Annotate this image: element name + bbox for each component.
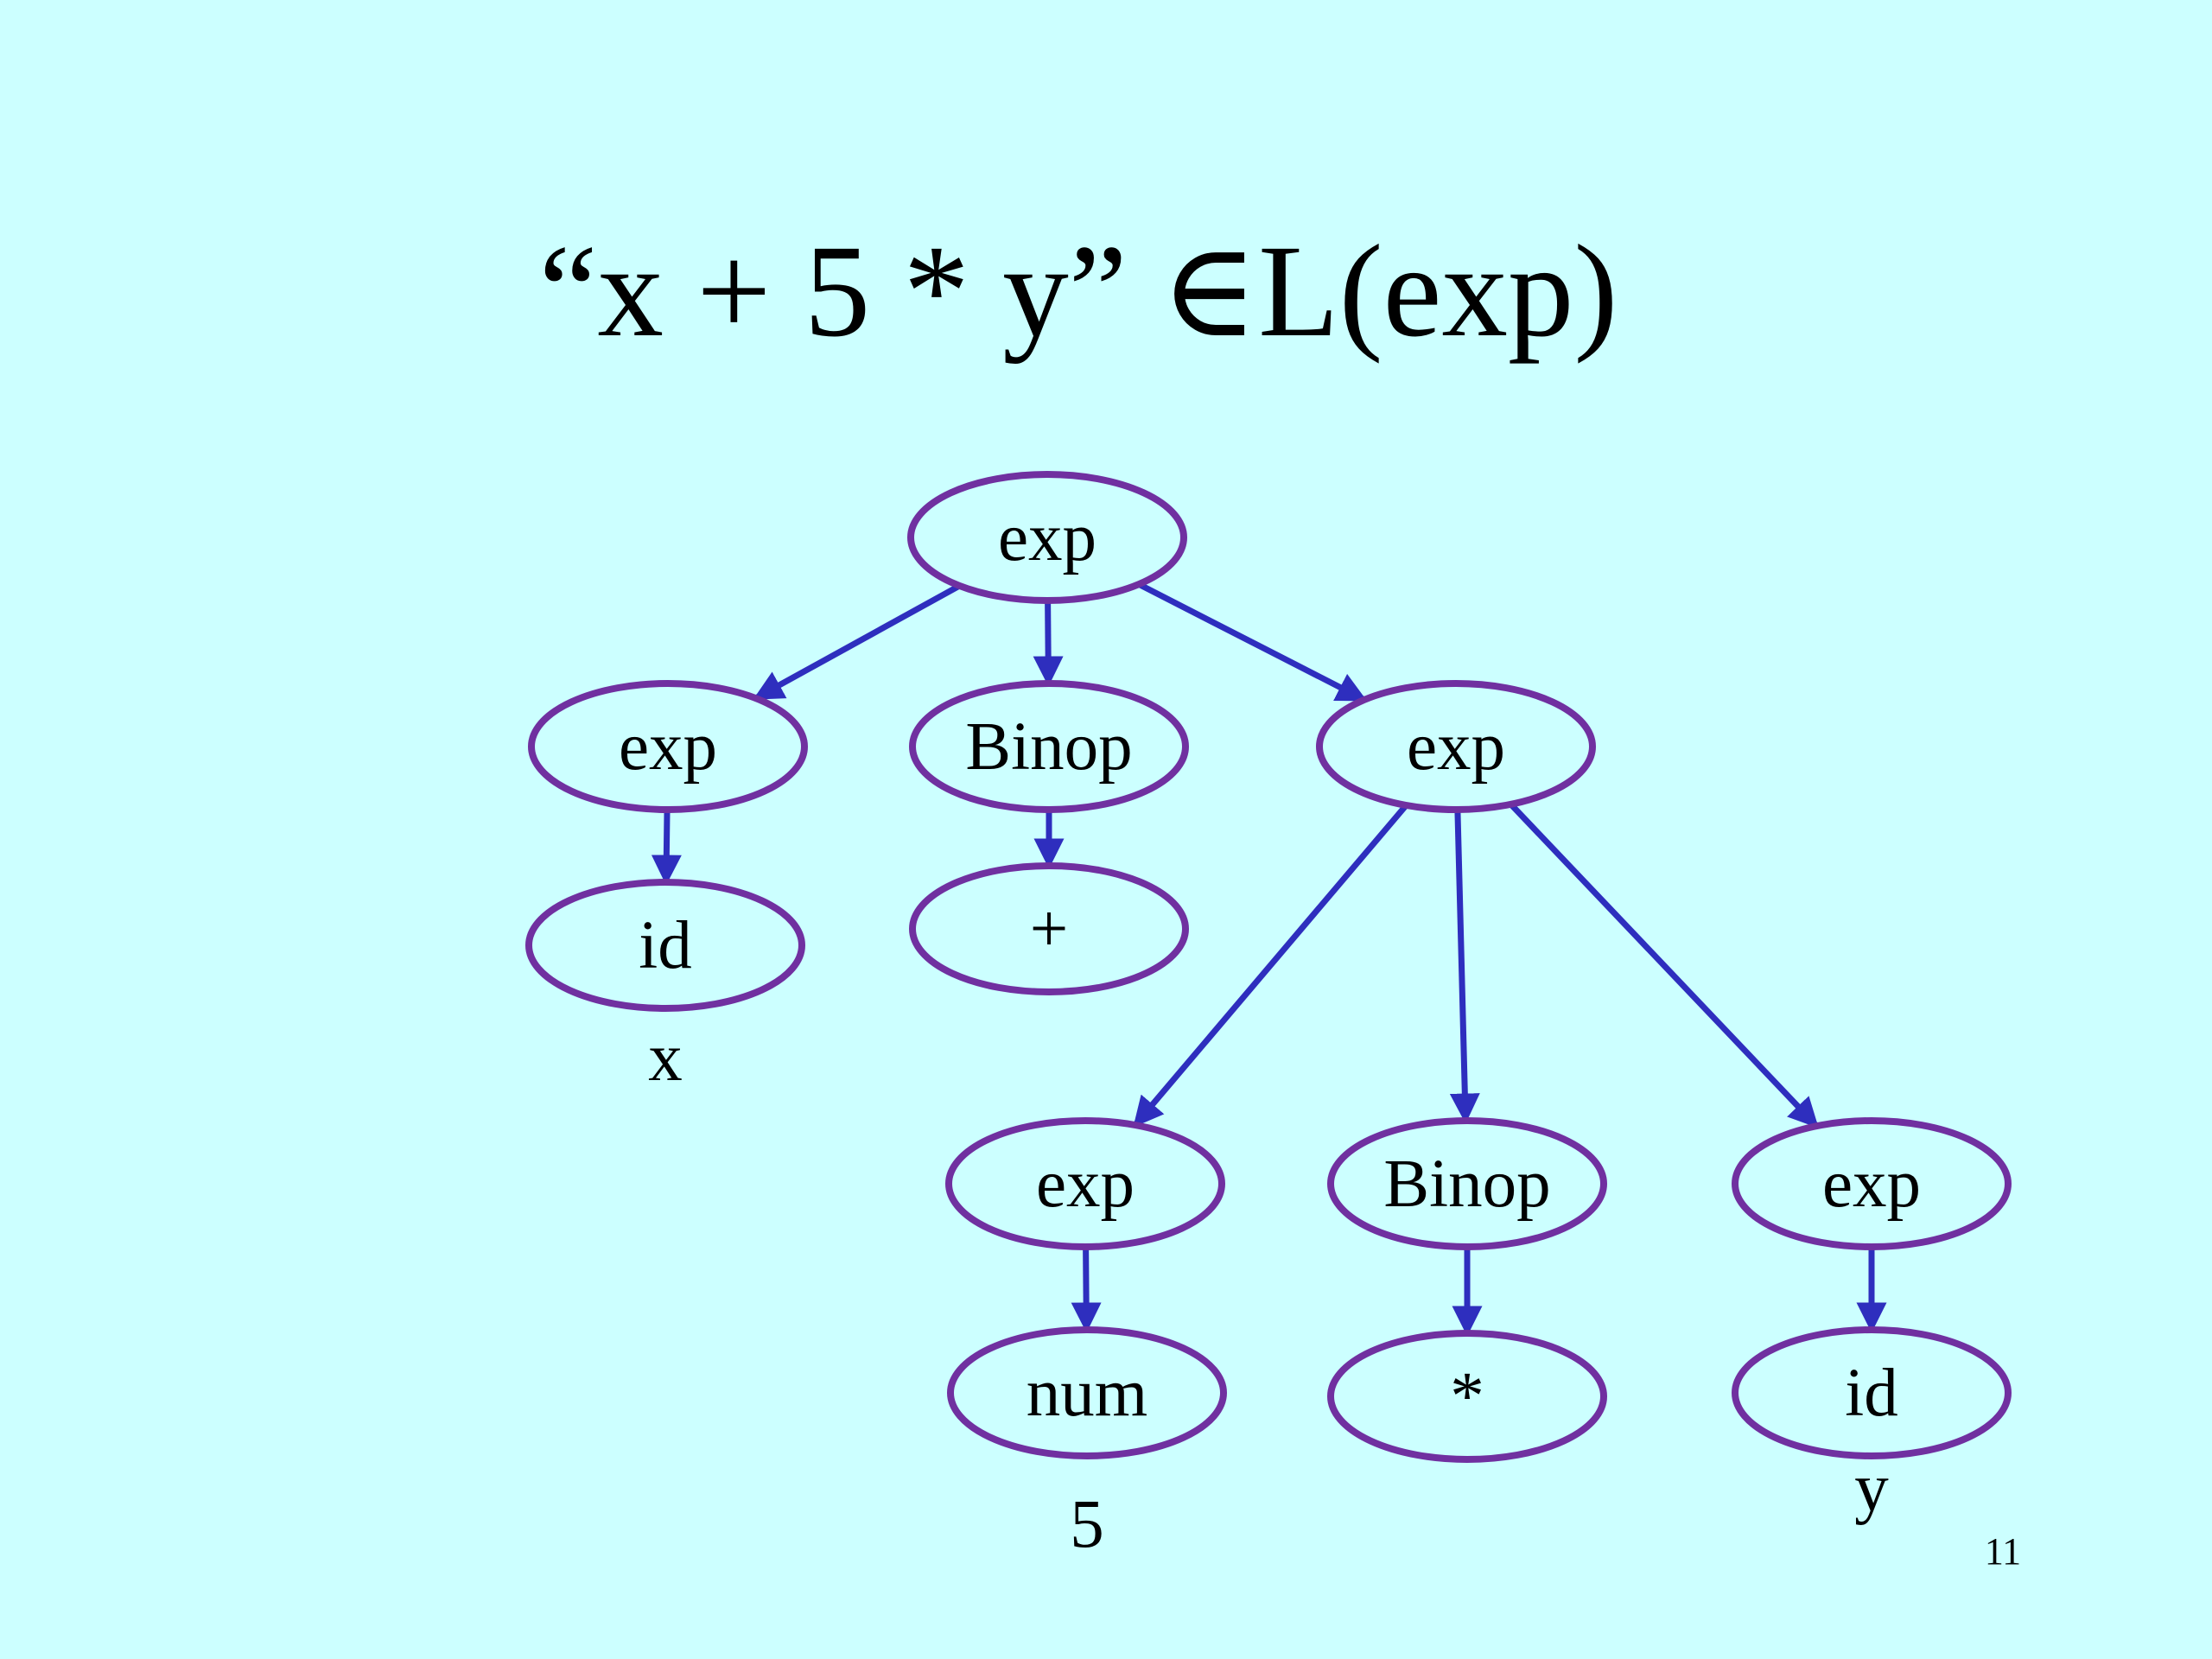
node-ellipse xyxy=(1732,1326,2012,1459)
node-mul-op: * xyxy=(1327,1330,1607,1463)
node-label: id xyxy=(1845,1356,1897,1431)
node-id-y: id xyxy=(1732,1326,2012,1459)
node-binop-mul: Binop xyxy=(1327,1117,1607,1250)
node-left-exp: exp xyxy=(528,680,808,813)
node-label: exp xyxy=(1407,709,1505,785)
node-label: * xyxy=(1450,1359,1484,1434)
node-ellipse xyxy=(525,879,805,1012)
leaf-value-5: 5 xyxy=(1070,1487,1104,1562)
node-right-exp: exp xyxy=(1316,680,1596,813)
edge-right-exp-to-num-exp xyxy=(1132,803,1409,1128)
edge-root-to-left-exp xyxy=(753,582,962,702)
node-label: num xyxy=(1027,1356,1147,1431)
node-ellipse xyxy=(1327,1117,1607,1250)
edge-root-to-binop-plus xyxy=(1033,600,1064,687)
edge-right-exp-to-binop-mul xyxy=(1449,809,1480,1124)
edge-left-exp-to-id-x xyxy=(651,809,682,886)
page-number: 11 xyxy=(1985,1530,2021,1573)
node-label: id xyxy=(639,908,691,983)
node-label: exp xyxy=(1822,1147,1921,1222)
node-binop-plus: Binop xyxy=(909,680,1189,813)
leaf-values: x 5 y xyxy=(648,1020,1889,1562)
node-ellipse xyxy=(907,471,1187,604)
edge-num-exp-to-num xyxy=(1071,1246,1102,1333)
tree-edges xyxy=(651,582,1887,1337)
node-label: exp xyxy=(1036,1147,1135,1222)
node-ellipse xyxy=(1316,680,1596,813)
leaf-value-x: x xyxy=(648,1020,683,1096)
slide-title: “x + 5 * y” ∈L(exp) xyxy=(539,219,1618,365)
node-id-x: id xyxy=(525,879,805,1012)
node-label: + xyxy=(1030,892,1069,967)
node-ellipse xyxy=(945,1117,1225,1250)
node-ellipse xyxy=(947,1326,1227,1459)
node-ellipse xyxy=(1732,1117,2012,1250)
node-ellipse xyxy=(1327,1330,1607,1463)
node-ellipse xyxy=(909,862,1189,995)
node-label: exp xyxy=(619,709,717,785)
node-ellipse xyxy=(528,680,808,813)
edge-right-exp-to-y-exp xyxy=(1508,802,1820,1128)
node-root: exp xyxy=(907,471,1187,604)
node-num: num xyxy=(947,1326,1227,1459)
node-label: exp xyxy=(998,500,1096,575)
edge-root-to-right-exp xyxy=(1137,582,1368,702)
leaf-value-y: y xyxy=(1854,1451,1889,1526)
node-plus-op: + xyxy=(909,862,1189,995)
node-label: Binop xyxy=(1383,1147,1550,1222)
node-num-exp: exp xyxy=(945,1117,1225,1250)
node-label: Binop xyxy=(965,709,1132,785)
node-ellipse xyxy=(909,680,1189,813)
node-y-exp: exp xyxy=(1732,1117,2012,1250)
